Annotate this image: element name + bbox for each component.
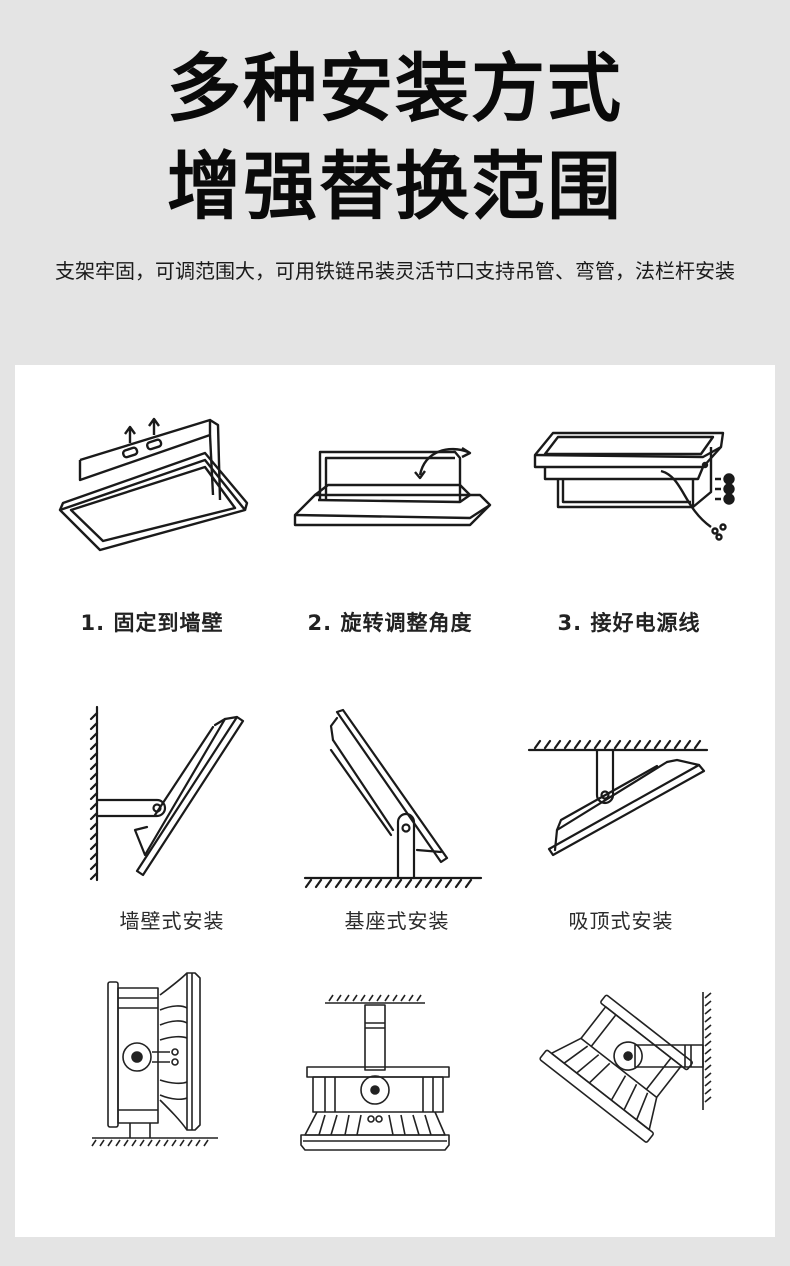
wall-mount-label: 墙壁式安装 xyxy=(119,909,225,933)
installation-panel: 1. 固定到墙壁 2. 旋转调整角度 xyxy=(15,365,775,1237)
step-3-label: 3. 接好电源线 xyxy=(557,611,701,635)
rotate-angle-diagram-icon xyxy=(290,440,492,540)
power-wiring-diagram-icon xyxy=(533,427,743,547)
base-mount-diagram-icon xyxy=(303,708,483,890)
page-title-line-2: 增强替换范围 xyxy=(167,144,623,230)
wall-arm-lamp-diagram-icon xyxy=(515,990,715,1155)
ceiling-mount-label: 吸顶式安装 xyxy=(568,909,674,933)
description-text: 支架牢固，可调范围大，可用铁链吊装灵活节口支持吊管、弯管，法栏杆安装 xyxy=(55,259,735,283)
page-title-line-1: 多种安装方式 xyxy=(167,46,623,132)
step-1-label: 1. 固定到墙壁 xyxy=(80,611,224,635)
wall-fixing-diagram-icon xyxy=(55,415,255,555)
step-2-label: 2. 旋转调整角度 xyxy=(307,611,473,635)
base-mount-label: 基座式安装 xyxy=(344,909,450,933)
wall-mount-diagram-icon xyxy=(85,705,255,885)
ceiling-mount-diagram-icon xyxy=(527,739,709,865)
floor-stand-lamp-diagram-icon xyxy=(90,970,220,1150)
pendant-pipe-lamp-diagram-icon xyxy=(295,994,455,1155)
